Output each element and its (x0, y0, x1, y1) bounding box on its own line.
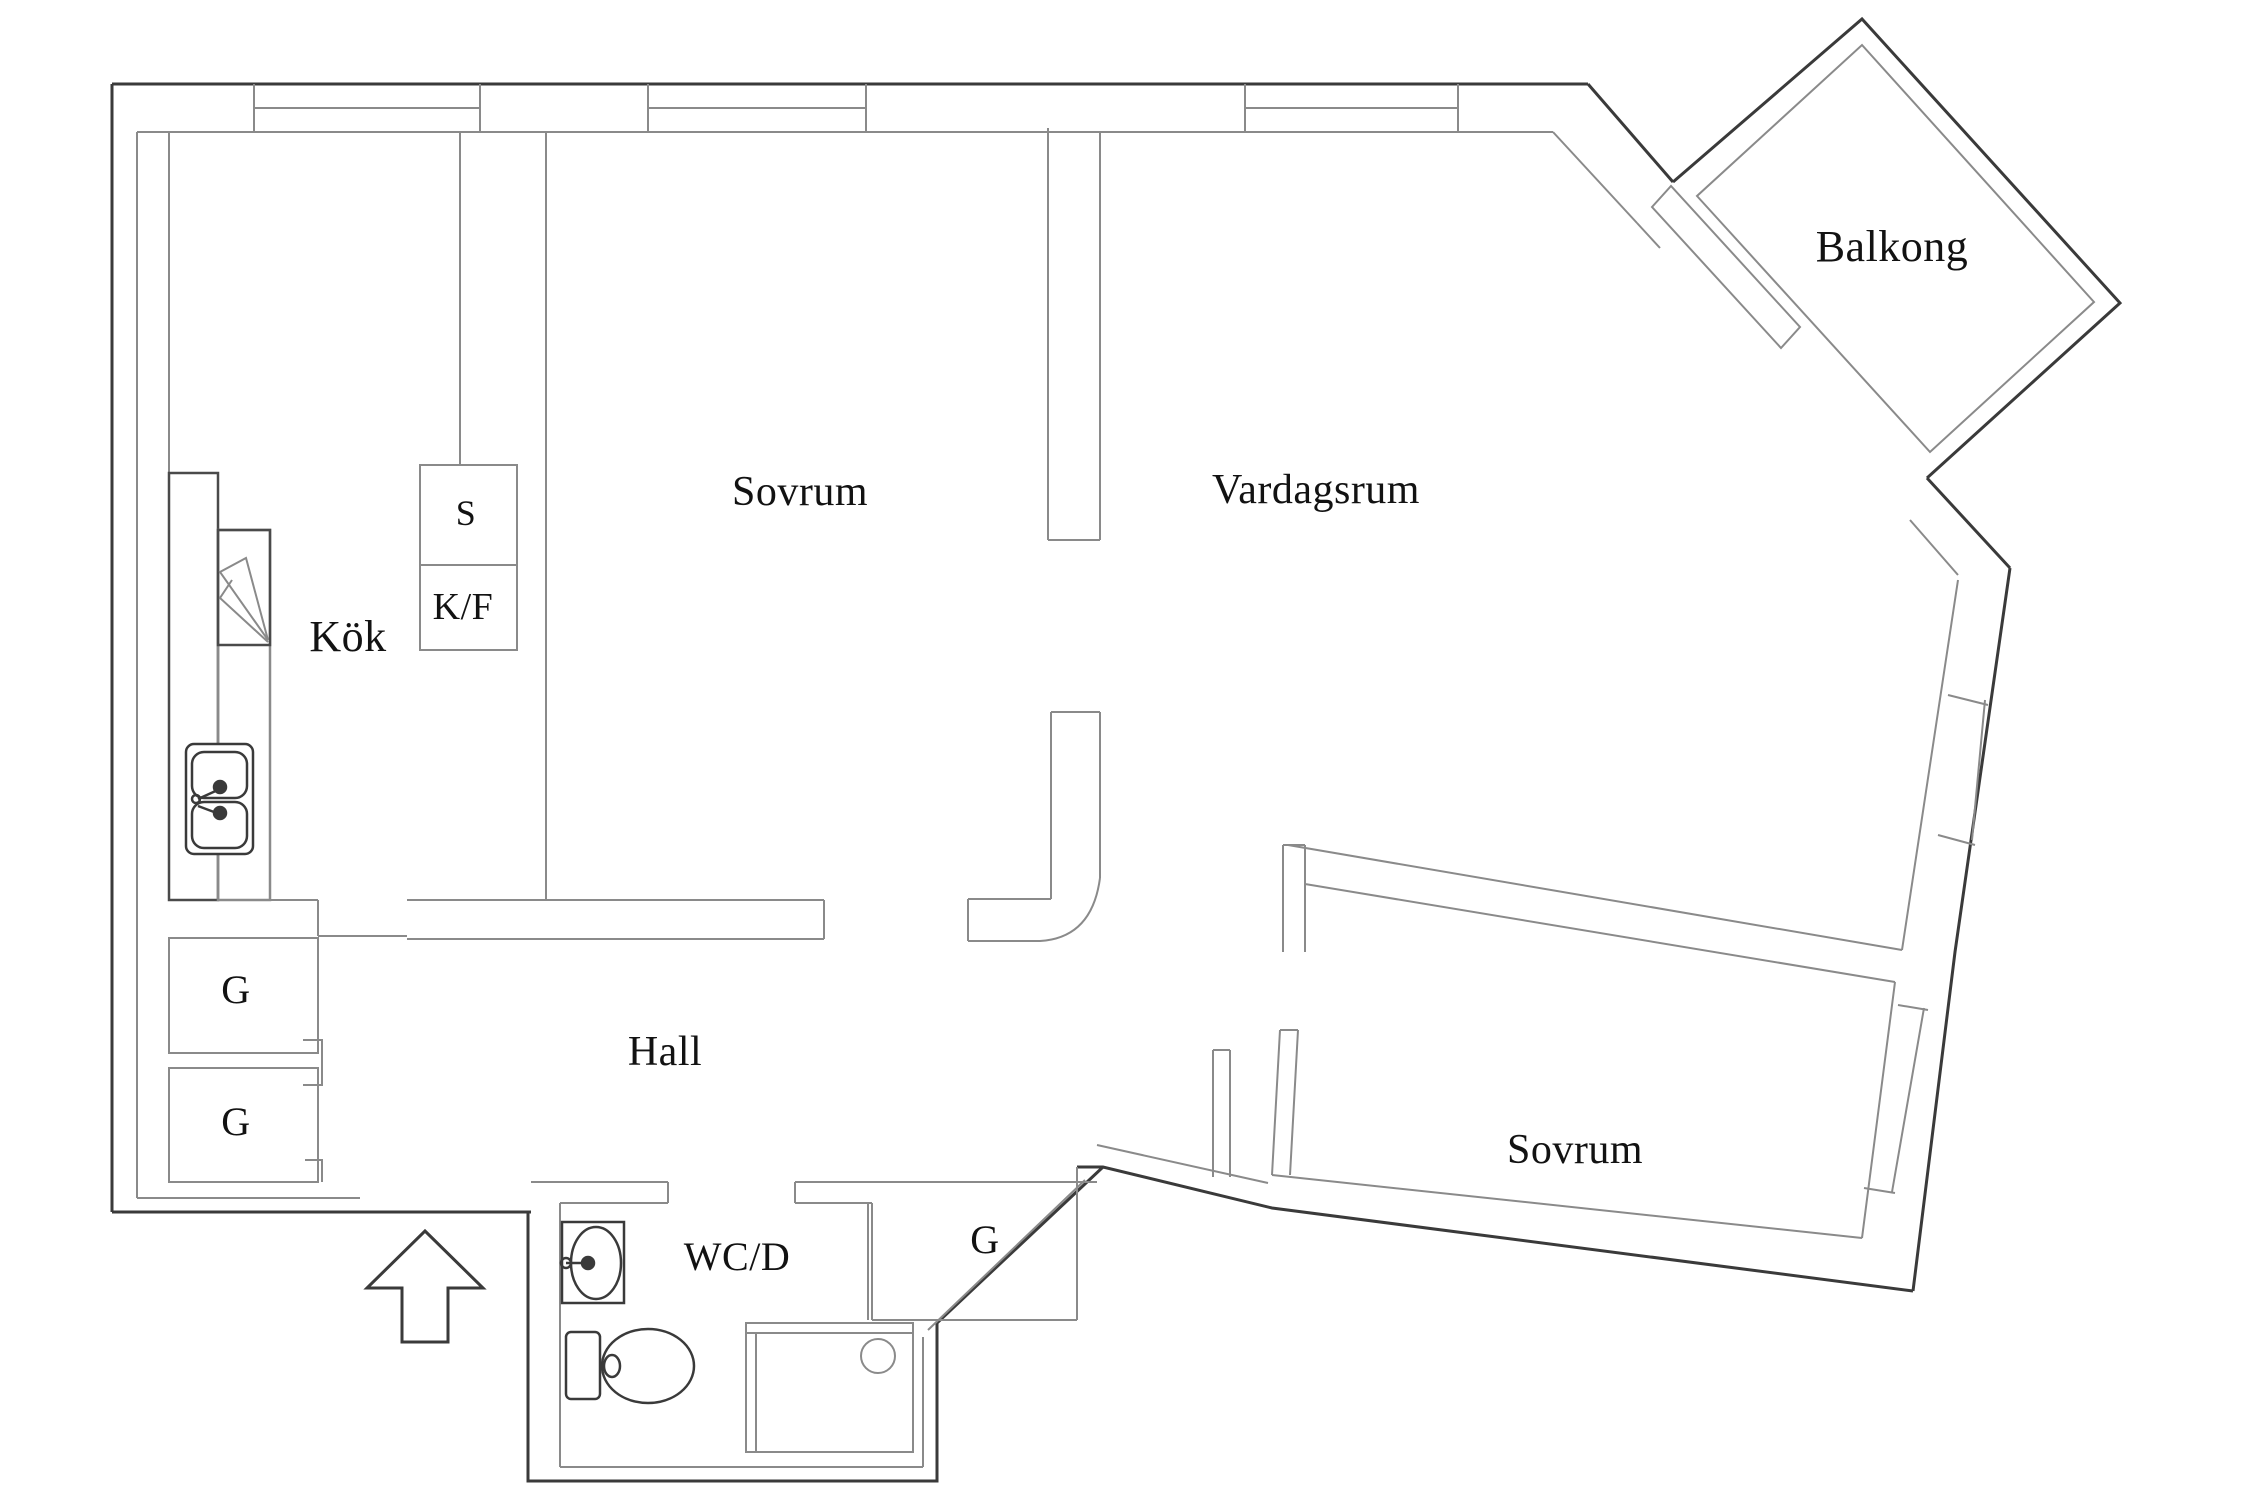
cabinet-label-s: S (455, 493, 477, 533)
toilet-icon (564, 1327, 696, 1405)
closet-label-g3: G (970, 1217, 1000, 1262)
shower-icon (745, 1322, 914, 1453)
interior-walls (136, 43, 2096, 1468)
closet-label-g1: G (221, 967, 251, 1012)
room-label-kok: Kök (309, 612, 387, 661)
stove-icon (216, 528, 272, 647)
room-label-vardagsrum: Vardagsrum (1212, 467, 1420, 513)
exterior-walls (110, 16, 2123, 1483)
window-icon (253, 84, 1459, 132)
room-label-sovrum-1: Sovrum (731, 469, 869, 515)
entry-arrow-icon (363, 1228, 487, 1344)
room-label-wcd: WC/D (683, 1234, 791, 1279)
cabinet-label-kf: K/F (432, 586, 494, 628)
room-label-sovrum-2: Sovrum (1506, 1127, 1644, 1173)
kitchen-double-sink-icon (184, 742, 255, 856)
room-label-hall: Hall (627, 1029, 703, 1075)
room-label-balkong: Balkong (1815, 222, 1969, 271)
washbasin-icon (559, 1220, 626, 1305)
closet-label-g2: G (221, 1099, 251, 1144)
